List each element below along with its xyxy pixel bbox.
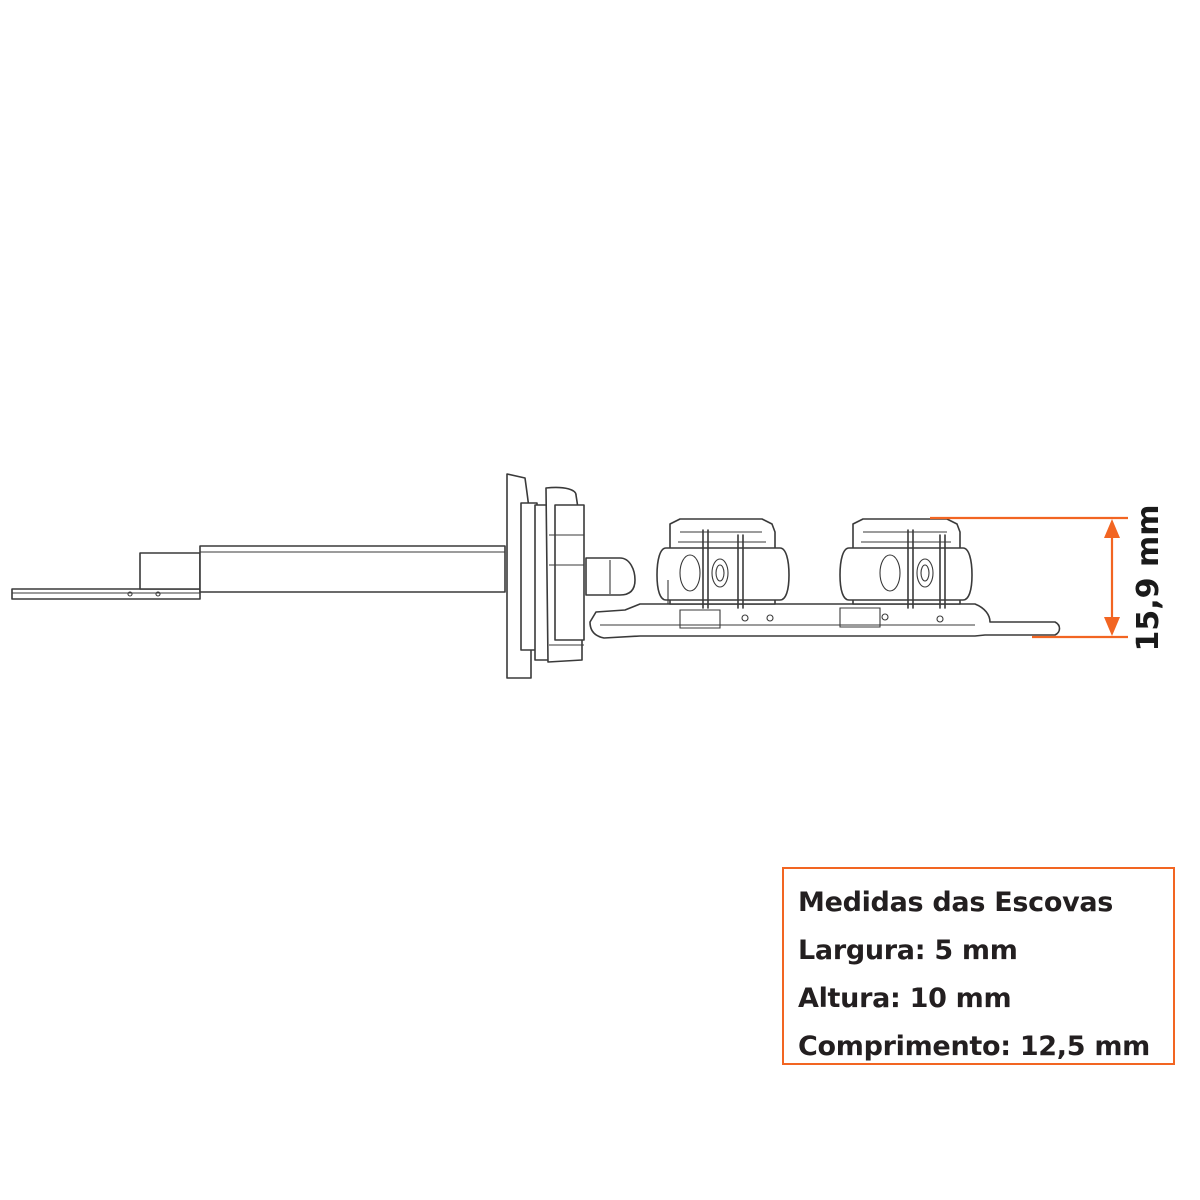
- brush-specs-box: Medidas das Escovas Largura: 5 mm Altura…: [782, 867, 1175, 1065]
- mounting-tab: [11, 552, 201, 600]
- specs-height: Altura: 10 mm: [798, 983, 1012, 1014]
- specs-width: Largura: 5 mm: [798, 935, 1018, 966]
- base-plate: [589, 603, 1061, 639]
- shaft: [199, 545, 506, 593]
- specs-title: Medidas das Escovas: [798, 887, 1114, 918]
- specs-length: Comprimento: 12,5 mm: [798, 1031, 1151, 1062]
- dimension-arrow-up: [1104, 519, 1120, 538]
- brush-holder-left: [656, 518, 790, 609]
- dimension-label: 15,9 mm: [1131, 505, 1166, 652]
- height-dimension: 15,9 mm: [930, 505, 1166, 652]
- flange-plate: [506, 473, 585, 679]
- brush-holder-right: [839, 518, 973, 609]
- connector-pin: [585, 557, 636, 596]
- dimension-arrow-down: [1104, 617, 1120, 636]
